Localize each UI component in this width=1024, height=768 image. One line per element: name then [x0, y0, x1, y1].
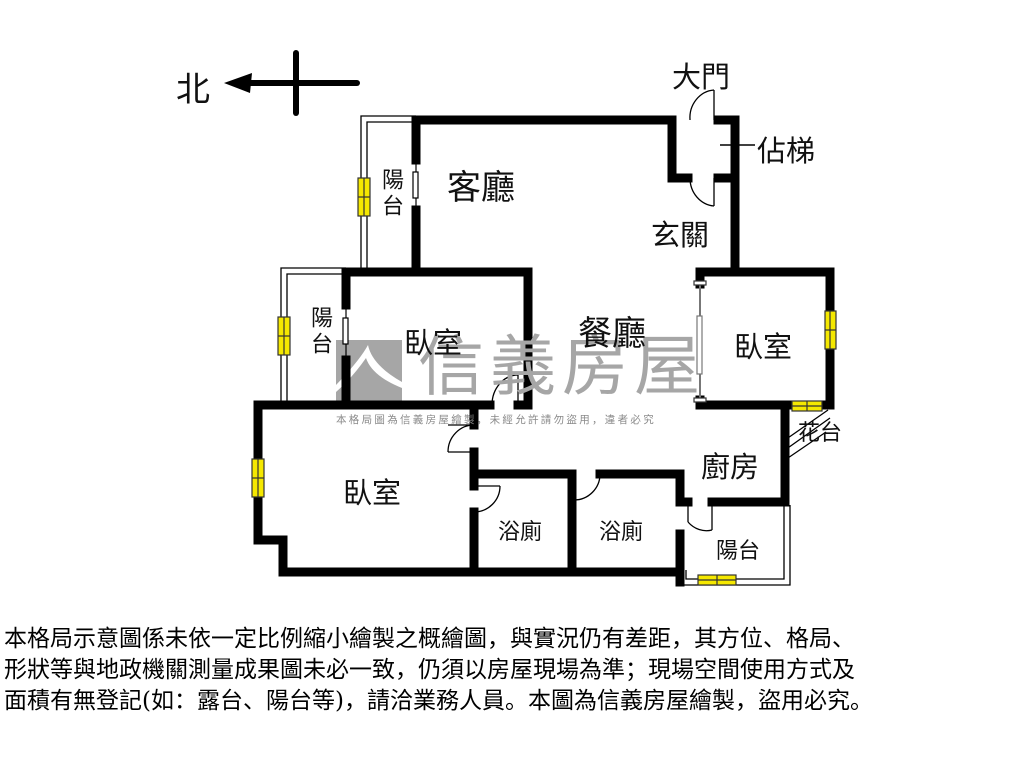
window-icon [251, 458, 265, 498]
floor-plan [224, 50, 837, 587]
bedroom-right-label: 臥室 [734, 330, 793, 364]
kitchen-label: 廚房 [701, 450, 760, 484]
compass-north-label: 北 [176, 70, 210, 110]
disclaimer-line: 面積有無登記(如：露台、陽台等)，請洽業務人員。本圖為信義房屋繪製，盜用必究。 [4, 688, 873, 714]
entry-hall-label: 玄關 [651, 218, 710, 252]
bathroom-2-label: 浴廁 [599, 520, 644, 545]
window-icon [824, 310, 837, 350]
disclaimer-line: 本格局示意圖係未依一定比例縮小繪製之概繪圖，與實況仍有差距，其方位、格局、 [4, 626, 855, 652]
bathroom-1-label: 浴廁 [498, 520, 543, 545]
watermark-notice: 本格局圖為信義房屋繪製，未經允許請勿盜用，違者必究 [336, 414, 656, 426]
disclaimer-line: 形狀等與地政機關測量成果圖未必一致，仍須以房屋現場為準；現場空間使用方式及 [4, 657, 855, 683]
balcony-kitchen-label: 陽台 [716, 539, 761, 564]
window-icon [357, 177, 371, 217]
sliding-doors [342, 159, 707, 403]
living-room-label: 客廳 [447, 168, 515, 208]
window-icon [697, 574, 737, 586]
walls [253, 115, 835, 587]
balcony-mid-label: 陽台 [307, 306, 332, 358]
north-arrow-icon [224, 50, 360, 116]
flower-bed-label: 花台 [798, 421, 843, 446]
bedroom-left-label: 臥室 [343, 476, 402, 510]
disclaimer: 本格局示意圖係未依一定比例縮小繪製之概繪圖，與實況仍有差距，其方位、格局、 形狀… [4, 624, 1024, 717]
watermark-brand: 信義房屋 [418, 328, 706, 405]
window-icon [791, 400, 823, 412]
main-door-label: 大門 [672, 60, 731, 94]
dining-room-label: 餐廳 [578, 314, 646, 354]
elevator-label: 佔梯 [757, 134, 816, 168]
flower-bed-hatch [784, 409, 831, 461]
balcony-top-label: 陽台 [378, 168, 403, 220]
windows [251, 177, 837, 586]
swing-doors [447, 89, 715, 532]
bedroom-middle-label: 臥室 [404, 326, 463, 360]
window-icon [277, 316, 291, 356]
